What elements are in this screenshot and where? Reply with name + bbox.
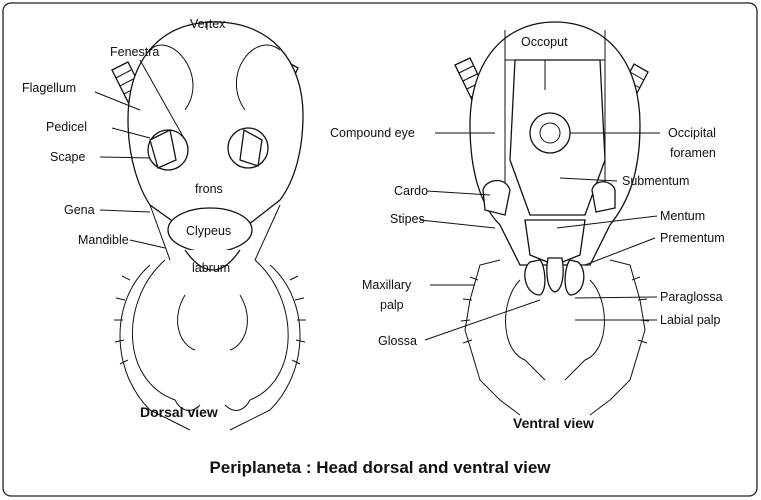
label-cardo: Cardo (394, 184, 428, 198)
label-pedicel: Pedicel (46, 120, 87, 134)
label-paraglossa: Paraglossa (660, 290, 723, 304)
ventral-leader-lines (419, 60, 660, 341)
dorsal-view-caption: Dorsal view (140, 404, 218, 420)
label-vertex: Vertex (190, 17, 226, 31)
mentum-shape (524, 219, 586, 266)
label-submentum: Submentum (622, 174, 689, 188)
label-stipes: Stipes (390, 212, 425, 226)
figure-title: Periplaneta : Head dorsal and ventral vi… (209, 458, 551, 477)
label-labial-palp: Labial palp (660, 313, 721, 327)
label-fenestra: Fenestra (110, 45, 159, 59)
dorsal-leader-lines (94, 22, 208, 249)
label-glossa: Glossa (378, 334, 417, 348)
label-maxillary: Maxillary (362, 278, 412, 292)
ventral-view-caption: Ventral view (513, 415, 594, 431)
label-palp: palp (380, 298, 404, 312)
label-mandible: Mandible (78, 233, 129, 247)
label-foramen: foramen (670, 146, 716, 160)
label-flagellum: Flagellum (22, 81, 76, 95)
label-labrum: labrum (192, 261, 230, 275)
label-occipital: Occipital (668, 126, 716, 140)
label-occiput: Occoput (521, 35, 568, 49)
occipital-foramen (529, 112, 571, 154)
label-clypeus: Clypeus (186, 224, 231, 238)
dorsal-head-drawing (111, 21, 306, 431)
label-gena: Gena (64, 203, 95, 217)
label-frons: frons (195, 182, 223, 196)
label-scape: Scape (50, 150, 85, 164)
label-compound-eye: Compound eye (330, 126, 415, 140)
cardo-shape (482, 179, 511, 216)
label-prementum: Prementum (660, 231, 725, 245)
labrum-shape (184, 249, 241, 271)
ventral-head-drawing (454, 21, 650, 416)
label-mentum: Mentum (660, 209, 705, 223)
